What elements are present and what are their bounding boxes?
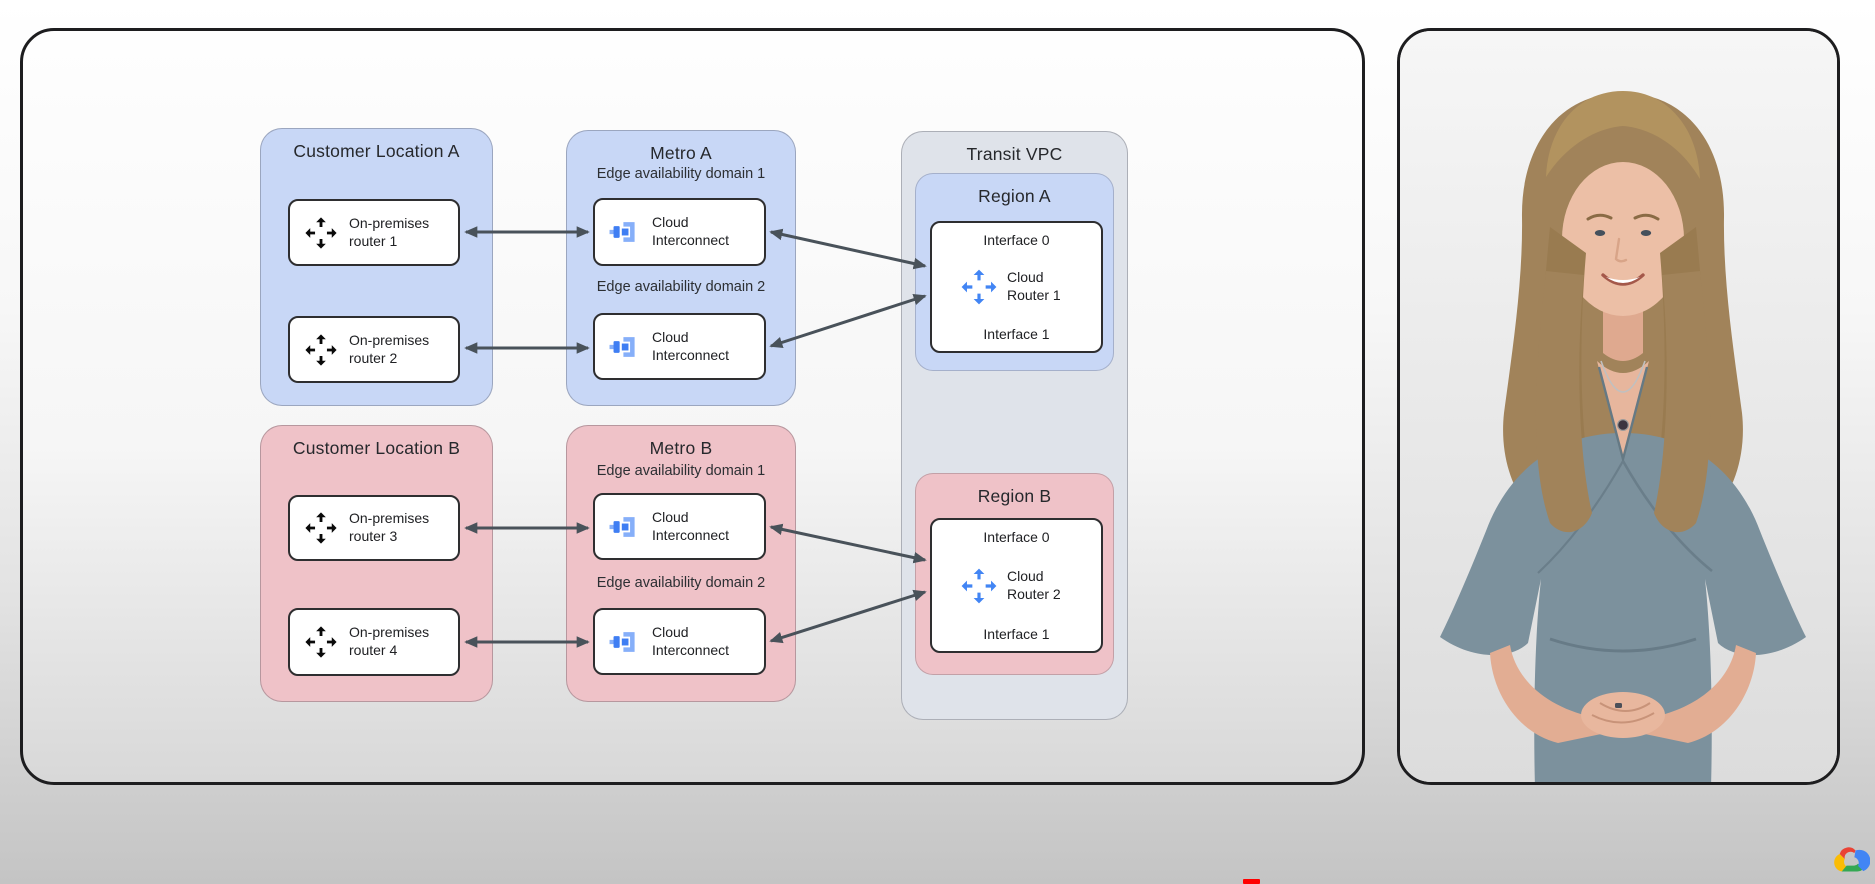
on-premises-router-3-label: On-premises router 3: [349, 510, 430, 544]
on-premises-router-2-label: On-premises router 2: [349, 331, 430, 366]
cloud-interconnect-a1-label: Cloud Interconnect: [652, 214, 730, 248]
metro-b-domain2-label: Edge availability domain 2: [596, 575, 766, 591]
cloud-interconnect-a2-label: Cloud Interconnect: [652, 328, 730, 363]
cloud-router-icon: [960, 567, 998, 605]
on-premises-router-1-node: On-premises router 1: [288, 199, 460, 266]
region-a-interface-1: Interface 1: [983, 326, 1050, 342]
metro-b-title: Metro B: [649, 438, 713, 458]
cloud-interconnect-b1-label: Cloud Interconnect: [652, 508, 730, 543]
transit-vpc-title: Transit VPC: [966, 144, 1063, 164]
presenter-face: [1562, 162, 1684, 316]
cloud-interconnect-a1-node: Cloud Interconnect: [593, 198, 766, 266]
region-a-interface-0: Interface 0: [983, 232, 1050, 248]
region-b-interface-0: Interface 0: [983, 529, 1050, 545]
metro-b-domain1-label: Edge availability domain 1: [596, 463, 766, 479]
metro-a-domain1-label: Edge availability domain 1: [596, 166, 766, 182]
on-premises-router-4-node: On-premises router 4: [288, 608, 460, 676]
cloud-interconnect-b1-node: Cloud Interconnect: [593, 493, 766, 560]
on-premises-router-icon: [304, 216, 338, 250]
cloud-interconnect-a2-node: Cloud Interconnect: [593, 313, 766, 380]
region-a-title: Region A: [978, 186, 1051, 206]
on-premises-router-icon: [304, 333, 338, 367]
cloud-interconnect-icon: [609, 216, 641, 248]
cloud-router-1-label: Cloud Router 1: [1007, 269, 1061, 303]
on-premises-router-4-label: On-premises router 4: [349, 624, 430, 658]
google-cloud-logo: [1828, 840, 1871, 876]
cloud-interconnect-b2-label: Cloud Interconnect: [652, 623, 730, 658]
necklace-pendant: [1617, 419, 1630, 432]
cloud-router-icon: [960, 268, 998, 306]
presenter-blouse: [1440, 433, 1806, 782]
diagram-panel: Customer Location A Metro A Edge availab…: [20, 28, 1365, 785]
cloud-router-2-label: Cloud Router 2: [1007, 567, 1061, 602]
cloud-router-2-node: Interface 0 Cloud Router 2 Interface 1: [930, 518, 1103, 653]
video-progress-playhead[interactable]: [1243, 879, 1260, 884]
on-premises-router-icon: [304, 511, 338, 545]
cloud-interconnect-icon: [609, 511, 641, 543]
on-premises-router-3-node: On-premises router 3: [288, 495, 460, 561]
cloud-interconnect-icon: [609, 331, 641, 363]
region-b-title: Region B: [977, 486, 1052, 506]
customer-location-b-title: Customer Location B: [292, 438, 461, 458]
on-premises-router-2-node: On-premises router 2: [288, 316, 460, 383]
customer-location-a-title: Customer Location A: [293, 141, 460, 161]
metro-a-title: Metro A: [650, 143, 712, 163]
metro-a-domain2-label: Edge availability domain 2: [596, 279, 766, 295]
presenter-video-panel: [1397, 28, 1840, 785]
cloud-interconnect-b2-node: Cloud Interconnect: [593, 608, 766, 675]
cloud-router-1-node: Interface 0 Cloud Router 1 Interface 1: [930, 221, 1103, 353]
on-premises-router-icon: [304, 625, 338, 659]
presenter-illustration: [1400, 31, 1837, 782]
cloud-interconnect-icon: [609, 626, 641, 658]
on-premises-router-1-label: On-premises router 1: [349, 214, 430, 249]
region-b-interface-1: Interface 1: [983, 626, 1050, 642]
